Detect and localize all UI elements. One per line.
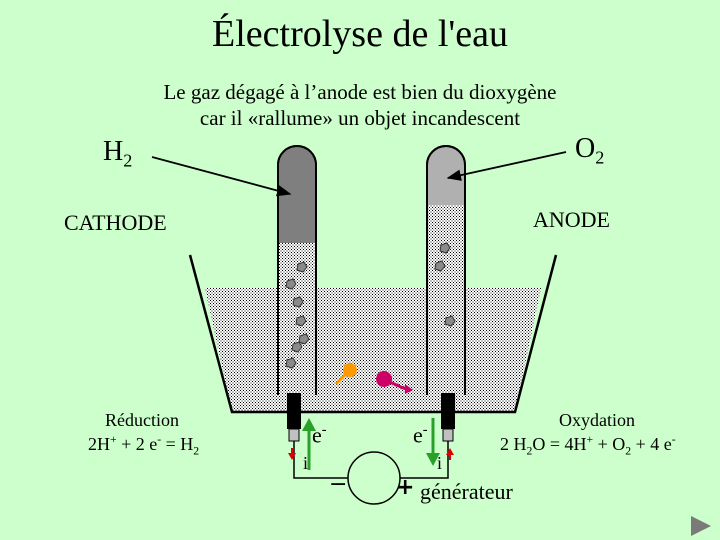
subtitle-line-1: Le gaz dégagé à l’anode est bien du diox… (163, 80, 557, 104)
oxydation-title: Oxydation (559, 410, 635, 430)
generator-icon (347, 451, 401, 505)
bubble (298, 333, 310, 345)
page-title: Électrolyse de l'eau (212, 13, 508, 55)
beaker (188, 254, 558, 414)
bubble (285, 278, 297, 290)
electron-arrow-left (302, 418, 316, 470)
current-label-right: i (437, 453, 443, 473)
oxygen-gas (428, 147, 464, 205)
current-label-left: i (303, 453, 309, 473)
subtitle-line-2: car il «rallume» un objet incandescent (199, 106, 521, 130)
bubble (295, 315, 307, 327)
electron-label-right: e- (413, 422, 428, 448)
plus-sign: + (396, 475, 415, 500)
bubble (296, 261, 308, 273)
reduction-title: Réduction (105, 410, 179, 430)
hydrogen-gas (279, 147, 315, 243)
minus-sign: − (329, 472, 348, 497)
o2-label: O2 (575, 133, 605, 168)
reduction-equation: 2H+ + 2 e- = H2 (88, 433, 200, 458)
bubble (291, 341, 303, 353)
electrode-anode (441, 393, 455, 442)
bubble (285, 357, 297, 369)
bubble (439, 242, 451, 254)
splint-orange (334, 363, 357, 386)
bubble (292, 296, 304, 308)
o2-arrow-icon (446, 151, 567, 181)
current-arrow-right (446, 448, 454, 460)
test-tube-cathode (277, 145, 317, 395)
generator-label: générateur (420, 479, 513, 504)
electrode-cathode (287, 393, 301, 442)
bubble (444, 315, 456, 327)
bubble (434, 260, 446, 272)
h2-label: H2 (103, 136, 133, 171)
oxydation-equation: 2 H2O = 4H+ + O2 + 4 e- (500, 433, 676, 458)
electron-label-left: e- (312, 422, 327, 448)
oxygen-bubbles (434, 242, 456, 327)
electron-arrow-right (426, 418, 440, 466)
h2-arrow-icon (151, 156, 292, 197)
next-slide-icon[interactable] (691, 516, 711, 536)
beaker-wall (188, 254, 558, 414)
current-arrow-left (288, 448, 296, 460)
test-tube-anode (426, 145, 466, 395)
cathode-label: CATHODE (64, 210, 167, 235)
anode-label: ANODE (533, 207, 610, 232)
hydrogen-bubbles (285, 261, 310, 369)
splint-magenta (376, 371, 413, 394)
water (205, 288, 541, 412)
